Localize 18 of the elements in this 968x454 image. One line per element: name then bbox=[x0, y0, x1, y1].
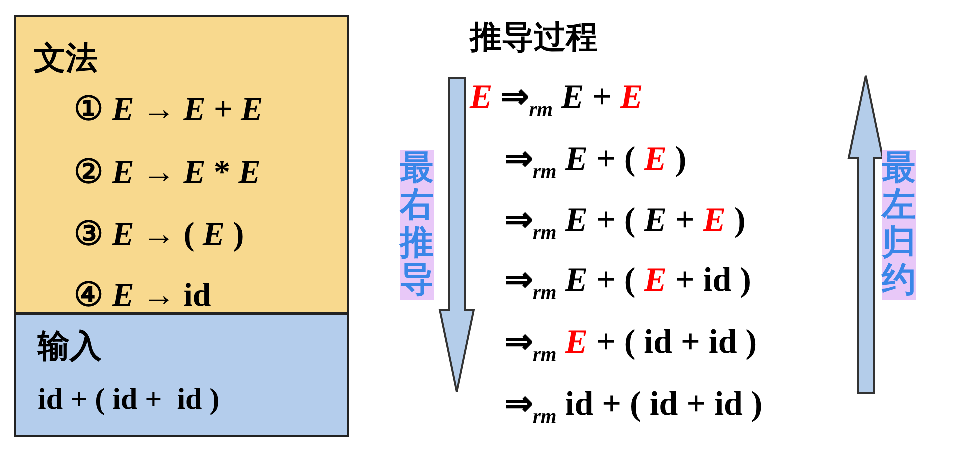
grammar-rule: ① E → E + E bbox=[74, 91, 264, 129]
title: 推导过程 bbox=[470, 17, 598, 58]
vertical-label: 最左归约 bbox=[882, 150, 916, 300]
section-heading: 输入 bbox=[38, 326, 102, 367]
input-string: id + ( id + id ) bbox=[38, 383, 220, 417]
input-panel bbox=[14, 313, 349, 437]
section-heading: 文法 bbox=[34, 38, 98, 79]
grammar-panel bbox=[14, 15, 349, 314]
derivation-step: ⇒$_{rm}$ E + ( E ) bbox=[505, 138, 687, 184]
derivation-step: E ⇒$_{rm}$ E + E bbox=[470, 76, 644, 122]
derivation-step: ⇒$_{rm}$ E + ( E + id ) bbox=[505, 259, 752, 305]
derivation-step: ⇒$_{rm}$ E + ( E + E ) bbox=[505, 199, 746, 245]
grammar-rule: ④ E → id bbox=[74, 277, 212, 315]
grammar-rule: ③ E → ( E ) bbox=[74, 216, 244, 254]
derivation-step: ⇒$_{rm}$ E + ( id + id ) bbox=[505, 321, 758, 367]
grammar-rule: ② E → E* E bbox=[74, 154, 261, 192]
vertical-label: 最右推导 bbox=[400, 150, 434, 300]
derivation-step: ⇒$_{rm}$ id + ( id + id ) bbox=[505, 383, 763, 429]
